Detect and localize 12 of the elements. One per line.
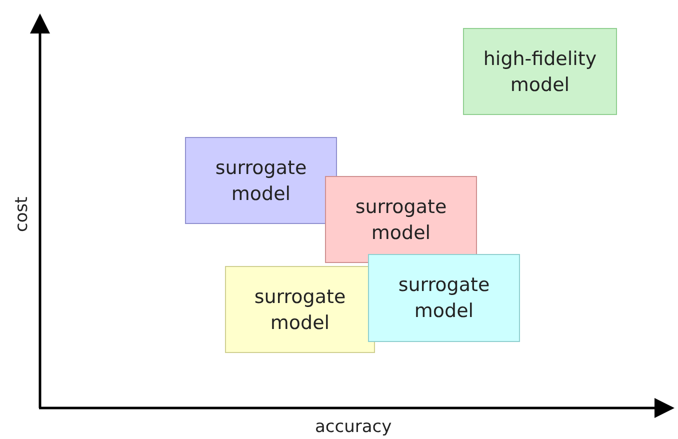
x-axis-label: accuracy [315,417,392,437]
box-label: surrogate model [397,273,491,324]
model-box [185,137,337,224]
model-box [463,28,617,115]
model-box [325,176,477,263]
model-box [225,266,375,353]
box-label: surrogate model [253,284,347,336]
box-label: high-fidelity model [482,46,598,98]
box-label: surrogate model [214,156,308,206]
box-label: surrogate model [354,194,448,246]
model-box [368,254,520,342]
y-axis-label: cost [12,196,32,232]
